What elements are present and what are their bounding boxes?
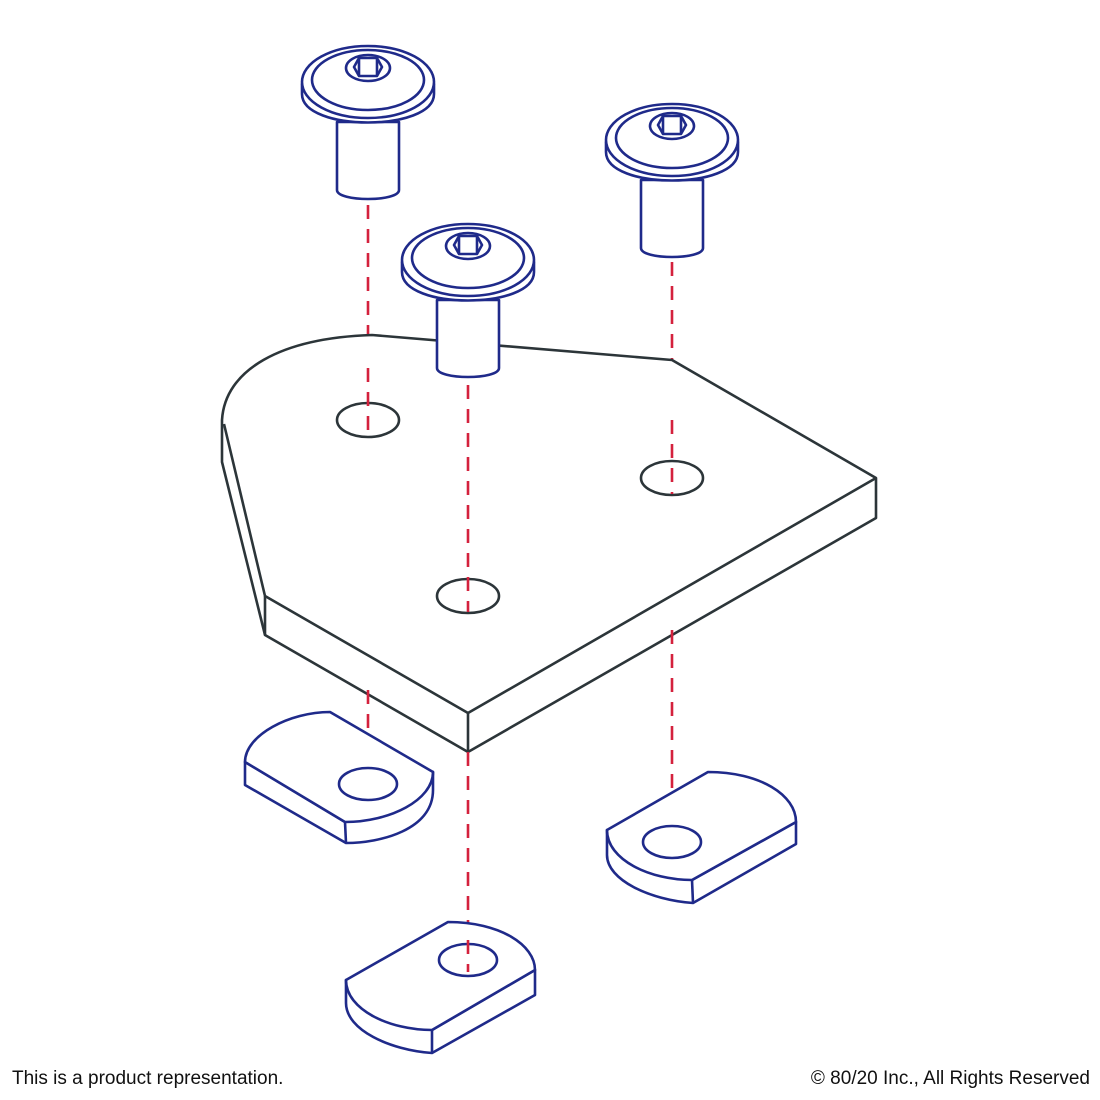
- t-nut-right: [605, 770, 798, 905]
- t-nut-left-body: [243, 760, 435, 845]
- assembly-axes-back: [366, 205, 674, 492]
- plate-body: [220, 333, 878, 754]
- t-nut-left-hole: [337, 766, 399, 802]
- t-nut-center-top: [344, 920, 537, 1032]
- t-nut-right-body: [605, 820, 798, 905]
- t-nut-right-top: [605, 770, 798, 882]
- gusset-plate: [220, 333, 878, 754]
- t-nut-center: [344, 920, 537, 1055]
- t-nut-left-top: [243, 710, 435, 824]
- t-nut-left: [243, 710, 435, 845]
- screw-left: [300, 44, 436, 201]
- plate-hole-right: [639, 459, 705, 497]
- plate-top-edge-front: [222, 423, 877, 715]
- t-nut-center-body: [344, 968, 537, 1055]
- copyright-text: © 80/20 Inc., All Rights Reserved: [810, 1068, 1090, 1089]
- t-nut-right-hole: [641, 824, 703, 860]
- screw-right: [604, 102, 740, 259]
- disclaimer-text: This is a product representation.: [12, 1068, 284, 1089]
